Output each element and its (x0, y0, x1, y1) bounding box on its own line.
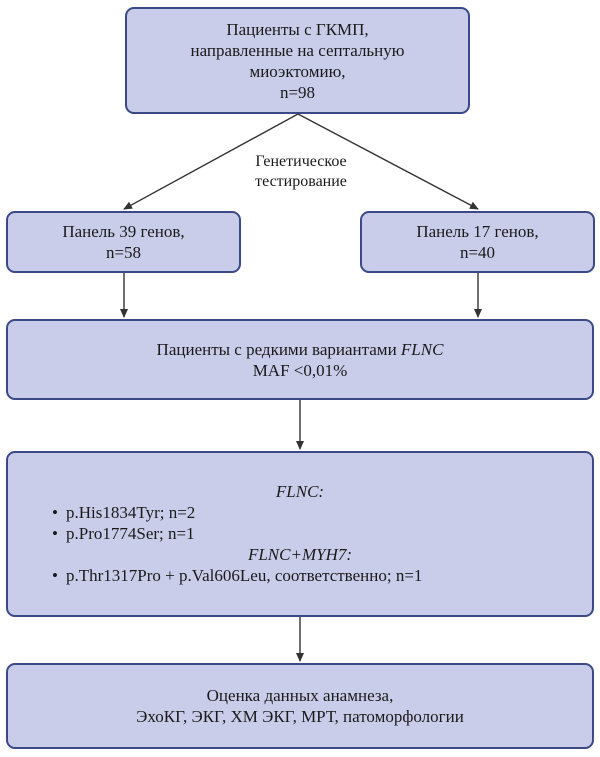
variants-heading-flnc: FLNC: (275, 482, 325, 501)
arrow-top-to-right (297, 113, 479, 210)
variant-item: • p.Thr1317Pro + p.Val606Leu, соответств… (52, 565, 592, 586)
right-box-line-2: n=40 (459, 243, 496, 262)
rare-variants-box: Пациенты с редкими вариантами FLNC MAF <… (6, 319, 594, 400)
bullet-dot: • (52, 524, 58, 543)
rare-box-gene: FLNC (400, 339, 444, 359)
genetic-testing-label: Генетическое тестирование (236, 152, 366, 192)
top-box-line-1: Пациенты с ГКМП, (226, 19, 369, 39)
top-box-line-3: миоэктомию, (249, 61, 346, 81)
bullet-dot: • (52, 566, 58, 585)
variant-item: • p.Pro1774Ser; n=1 (52, 523, 592, 544)
final-box-line-2: ЭхоКГ, ЭКГ, ХМ ЭКГ, МРТ, патоморфологии (136, 707, 464, 726)
final-box-line-1: Оценка данных анамнеза, (206, 686, 394, 705)
left-box-line-1: Панель 39 генов, (62, 222, 185, 241)
left-box-line-2: n=58 (105, 243, 142, 262)
variant-text: p.His1834Tyr; n=2 (66, 503, 196, 522)
assessment-box: Оценка данных анамнеза, ЭхоКГ, ЭКГ, ХМ Э… (6, 663, 594, 749)
edge-label-line-1: Генетическое (255, 153, 347, 170)
variant-text: p.Thr1317Pro + p.Val606Leu, соответствен… (66, 566, 423, 585)
variant-text: p.Pro1774Ser; n=1 (66, 524, 195, 543)
top-box-line-2: направленные на септальную (190, 40, 405, 60)
rare-box-line-2: MAF <0,01% (252, 360, 348, 380)
arrow-top-to-left (123, 113, 299, 210)
rare-box-line-1: Пациенты с редкими вариантами FLNC (157, 339, 444, 360)
right-box-line-1: Панель 17 генов, (416, 222, 539, 241)
flnc-variants-box: FLNC: • p.His1834Tyr; n=2 • p.Pro1774Ser… (6, 451, 594, 617)
bullet-dot: • (52, 503, 58, 522)
panel-39-genes-box: Панель 39 генов, n=58 (6, 211, 241, 273)
hcm-patients-box: Пациенты с ГКМП, направленные на септаль… (125, 7, 470, 114)
panel-17-genes-box: Панель 17 генов, n=40 (360, 211, 595, 273)
rare-box-prefix: Пациенты с редкими вариантами (156, 339, 401, 359)
top-box-line-4: n=98 (279, 82, 316, 102)
edge-label-line-2: тестирование (255, 173, 347, 190)
variants-heading-flnc-myh7: FLNC+MYH7: (247, 545, 353, 564)
variant-item: • p.His1834Tyr; n=2 (52, 502, 592, 523)
